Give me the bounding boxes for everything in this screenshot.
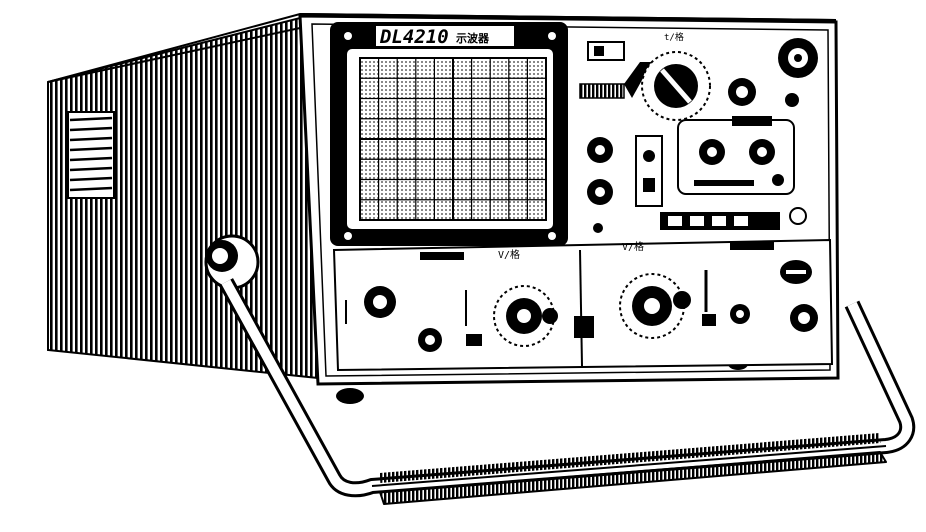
upper-controls: t/格 xyxy=(579,31,818,233)
vent-grille xyxy=(67,111,115,199)
trigger-level-knob[interactable] xyxy=(699,139,725,165)
intensity-slider[interactable] xyxy=(579,83,625,99)
focus-knob[interactable] xyxy=(587,137,613,163)
graticule xyxy=(360,58,546,220)
mode-button-2[interactable] xyxy=(643,178,655,192)
ch2-position-knob[interactable] xyxy=(730,304,750,324)
ch2-volts-div-knob[interactable] xyxy=(619,273,691,339)
mode-switch[interactable] xyxy=(587,41,625,61)
carrying-handle xyxy=(218,278,916,505)
ch2-mode-switch[interactable] xyxy=(780,260,812,284)
cal-terminal[interactable] xyxy=(785,93,799,107)
handle-hub xyxy=(204,234,260,290)
ground-button[interactable] xyxy=(789,207,807,225)
ch1-vdiv-label: V/格 xyxy=(498,248,520,261)
trigger-holdoff-knob[interactable] xyxy=(749,139,775,165)
ch1-coupling-switch[interactable] xyxy=(466,334,482,346)
horizontal-position-knob[interactable] xyxy=(728,78,756,106)
timebase-knob[interactable] xyxy=(641,51,711,121)
timebase-label: t/格 xyxy=(664,31,684,43)
model-label: DL4210 xyxy=(379,26,449,48)
ch2-coupling-switch[interactable] xyxy=(702,314,716,326)
ch1-invert-button[interactable] xyxy=(574,316,594,338)
intensity-knob[interactable] xyxy=(587,179,613,205)
ch2-input-connector[interactable] xyxy=(790,304,818,332)
probe-connector-top[interactable] xyxy=(778,38,818,78)
ch1-position-knob[interactable] xyxy=(364,286,396,318)
ch2-vdiv-label: V/格 xyxy=(622,240,644,253)
ch1-input-connector[interactable] xyxy=(418,328,442,352)
ch1-volts-div-knob[interactable] xyxy=(493,285,558,347)
lower-panel: V/格 V/格 xyxy=(332,238,834,372)
trace-rotate[interactable] xyxy=(593,223,603,233)
crt-screen: DL4210 示波器 xyxy=(330,22,568,246)
trigger-slide-switch[interactable] xyxy=(694,180,754,186)
mode-button-1[interactable] xyxy=(643,150,655,162)
model-subtitle: 示波器 xyxy=(455,31,490,45)
